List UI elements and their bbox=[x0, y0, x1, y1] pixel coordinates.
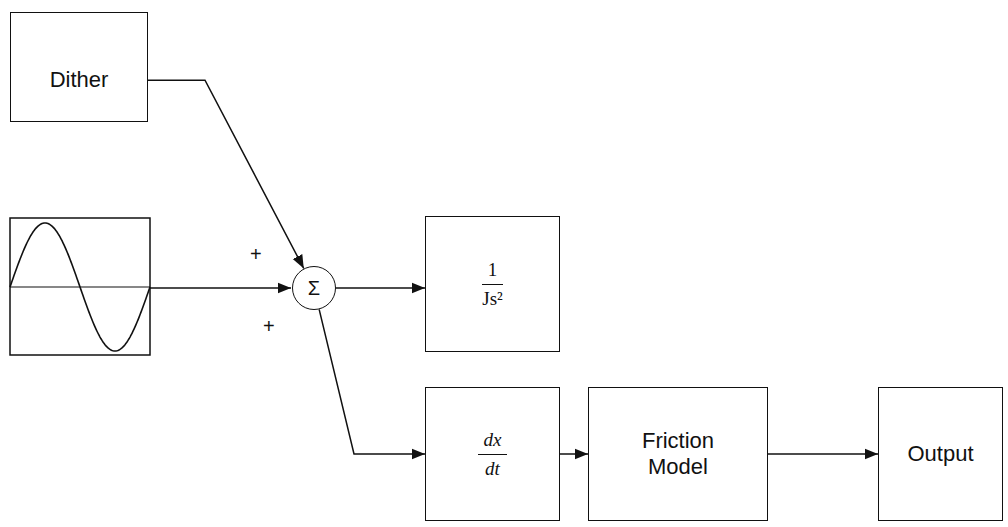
fraction-term: Js² bbox=[482, 285, 502, 311]
dither-block: Dither bbox=[10, 12, 148, 122]
block-label: Friction Model bbox=[623, 428, 733, 481]
signal-arrow bbox=[768, 453, 878, 455]
sign-label: + bbox=[249, 244, 263, 264]
plant-block: 1Js² bbox=[425, 216, 560, 352]
sign-label: + bbox=[262, 316, 276, 336]
signal-arrow bbox=[319, 309, 425, 454]
sine-source-box bbox=[10, 218, 150, 355]
block-label: Output bbox=[907, 441, 973, 467]
signal-arrow bbox=[560, 453, 588, 455]
derivative-block: dxdt bbox=[425, 387, 560, 521]
block-label: Dither bbox=[50, 67, 109, 93]
summing-junction: Σ bbox=[292, 266, 336, 310]
fraction-term: dx bbox=[478, 428, 508, 455]
fraction-term: dt bbox=[485, 455, 500, 481]
fraction-term: 1 bbox=[482, 258, 504, 285]
sine-wave bbox=[10, 223, 150, 351]
source-wire bbox=[150, 287, 291, 289]
signal-arrow bbox=[148, 80, 304, 268]
signal-arrow bbox=[336, 287, 425, 289]
output-block: Output bbox=[878, 387, 1003, 521]
block-label: Σ bbox=[308, 277, 320, 300]
friction-model-block: Friction Model bbox=[588, 387, 768, 521]
